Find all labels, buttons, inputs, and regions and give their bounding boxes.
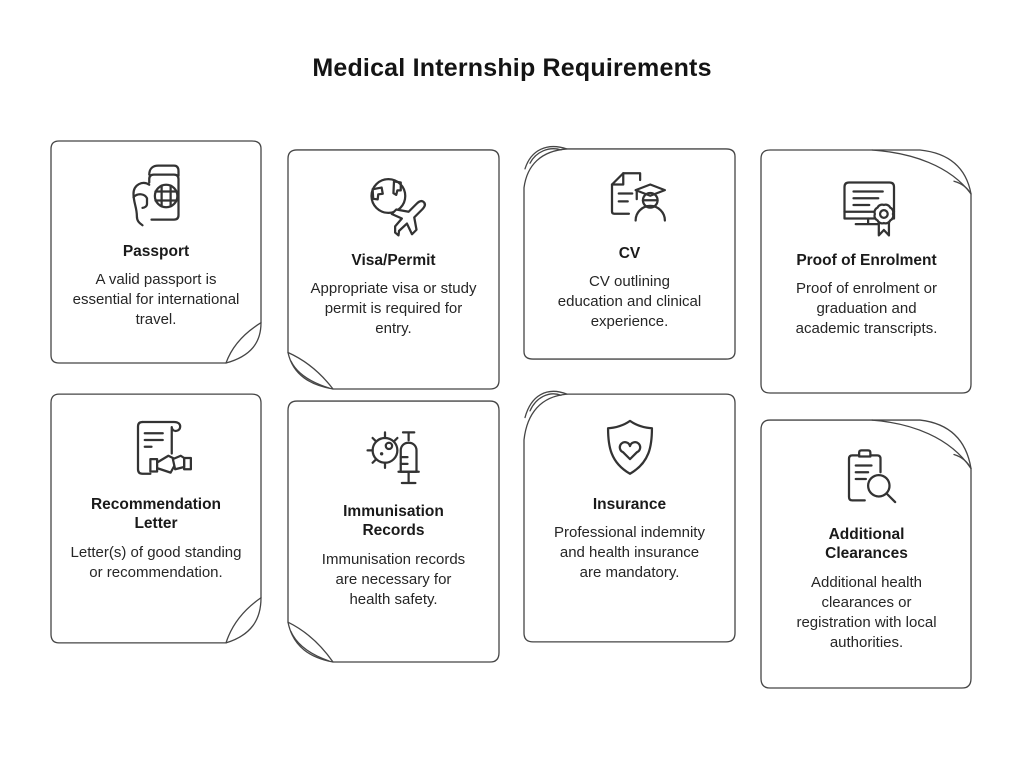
card-description: Additional health clearances or registra… [796,573,937,651]
card-title: Proof of Enrolment [796,252,937,269]
globe-airplane-icon [369,178,426,237]
paper-note-shape [50,393,262,644]
card-title: Visa/Permit [351,252,436,269]
requirement-card-recommendation-letter: Recommendation Letter Letter(s) of good … [50,393,262,644]
paper-note-shape [523,393,736,643]
paper-note-shape [760,419,973,688]
card-description: Appropriate visa or study permit is requ… [310,280,477,338]
requirement-card-passport: Passport A valid passport is essential f… [50,140,262,364]
virus-syringe-icon [365,431,420,485]
graduate-document-icon [610,172,666,222]
clipboard-search-icon [847,449,896,504]
paper-note-shape [760,149,973,393]
card-description: A valid passport is essential for intern… [72,271,240,329]
card-description: Proof of enrolment or graduation and aca… [795,280,938,338]
card-title: Recommendation Letter [90,496,222,533]
card-title: Immunisation Records [343,503,444,540]
requirement-card-immunisation-records: Immunisation Records Immunisation record… [287,400,500,662]
requirement-card-insurance: Insurance Professional indemnity and hea… [523,393,736,643]
certificate-rosette-icon [842,181,895,237]
letter-handshake-icon [136,420,192,475]
paper-note-shape [287,400,500,662]
requirement-card-cv: CV CV outlining education and clinical e… [523,148,736,360]
card-description: CV outlining education and clinical expe… [557,273,702,331]
shield-heart-icon [606,419,653,475]
paper-note-shape [287,149,500,389]
passport-icon [132,164,180,227]
page-title: Medical Internship Requirements [312,54,712,82]
paper-note-shape [523,148,736,360]
card-description: Letter(s) of good standing or recommenda… [70,543,242,581]
paper-note-shape [50,140,262,364]
card-description: Immunisation records are necessary for h… [321,550,466,608]
card-title: CV [618,245,641,262]
card-title: Additional Clearances [825,526,908,563]
card-title: Insurance [592,496,667,513]
card-description: Professional indemnity and health insura… [554,524,705,582]
requirement-card-additional-clearances: Additional Clearances Additional health … [760,419,973,688]
requirement-card-proof-of-enrolment: Proof of Enrolment Proof of enrolment or… [760,149,973,393]
card-title: Passport [122,243,190,260]
requirement-card-visa-permit: Visa/Permit Appropriate visa or study pe… [287,149,500,389]
